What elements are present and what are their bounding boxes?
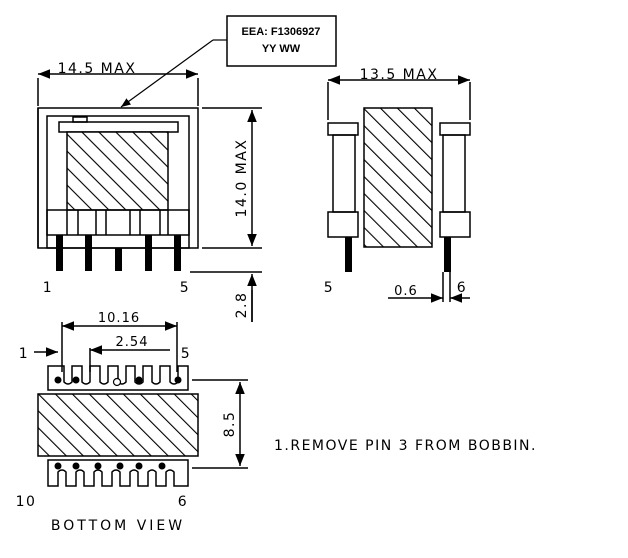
bottom-pin-2 — [72, 376, 80, 384]
marking-label-box — [226, 15, 337, 67]
bottom-pin-5-label: 5 — [181, 346, 191, 362]
marking-line-1: EEA: F1306927 — [242, 26, 321, 38]
front-pin-2 — [85, 235, 92, 271]
bottom-height-label: 8.5 — [222, 411, 238, 438]
front-pin-5 — [174, 235, 181, 271]
bottom-pin-10 — [54, 462, 62, 470]
front-pin-4 — [145, 235, 152, 271]
side-pin-right — [444, 237, 451, 272]
pin-span-label: 10.16 — [98, 311, 140, 326]
bottom-pin-9 — [72, 462, 80, 470]
side-pin-6-label: 6 — [457, 280, 467, 296]
front-height-label: 14.0 MAX — [234, 139, 250, 218]
marking-label: EEA: F1306927 YY WW — [120, 15, 337, 108]
front-width-label: 14.5 MAX — [58, 61, 137, 77]
bottom-view-title: BOTTOM VIEW — [51, 518, 185, 534]
side-pins — [345, 237, 451, 272]
side-width-label: 13.5 MAX — [360, 67, 439, 83]
bottom-pin-7-a — [116, 462, 124, 470]
bottom-pin-6-label: 6 — [178, 494, 188, 510]
note-1: 1.REMOVE PIN 3 FROM BOBBIN. — [274, 438, 537, 454]
side-pin-left — [345, 237, 352, 272]
bottom-pin-5 — [174, 376, 182, 384]
bottom-pin-6 — [158, 462, 166, 470]
bottom-pin-8 — [94, 462, 102, 470]
front-view — [37, 69, 262, 322]
front-pins — [56, 235, 181, 271]
bottom-pin-7 — [135, 462, 143, 470]
front-pin-1 — [56, 235, 63, 271]
marking-line-2: YY WW — [262, 43, 301, 55]
bottom-pin-1 — [54, 376, 62, 384]
pin-length-label: 2.8 — [234, 292, 250, 319]
front-pin-3 — [115, 248, 122, 271]
bottom-pin-1-label: 1 — [19, 346, 29, 362]
bottom-view — [34, 321, 248, 487]
pin-pitch-label: 2.54 — [116, 335, 149, 350]
side-view — [327, 75, 471, 303]
bottom-pin-4 — [135, 376, 143, 384]
front-pin-1-label: 1 — [43, 280, 53, 296]
pin-diameter-label: 0.6 — [394, 284, 418, 299]
side-pin-5-label: 5 — [324, 280, 334, 296]
bottom-pin-10-label: 10 — [16, 494, 37, 510]
bottom-pin-3-removed — [112, 377, 122, 387]
bottom-pins — [54, 376, 182, 470]
front-pin-5-label: 5 — [180, 280, 190, 296]
